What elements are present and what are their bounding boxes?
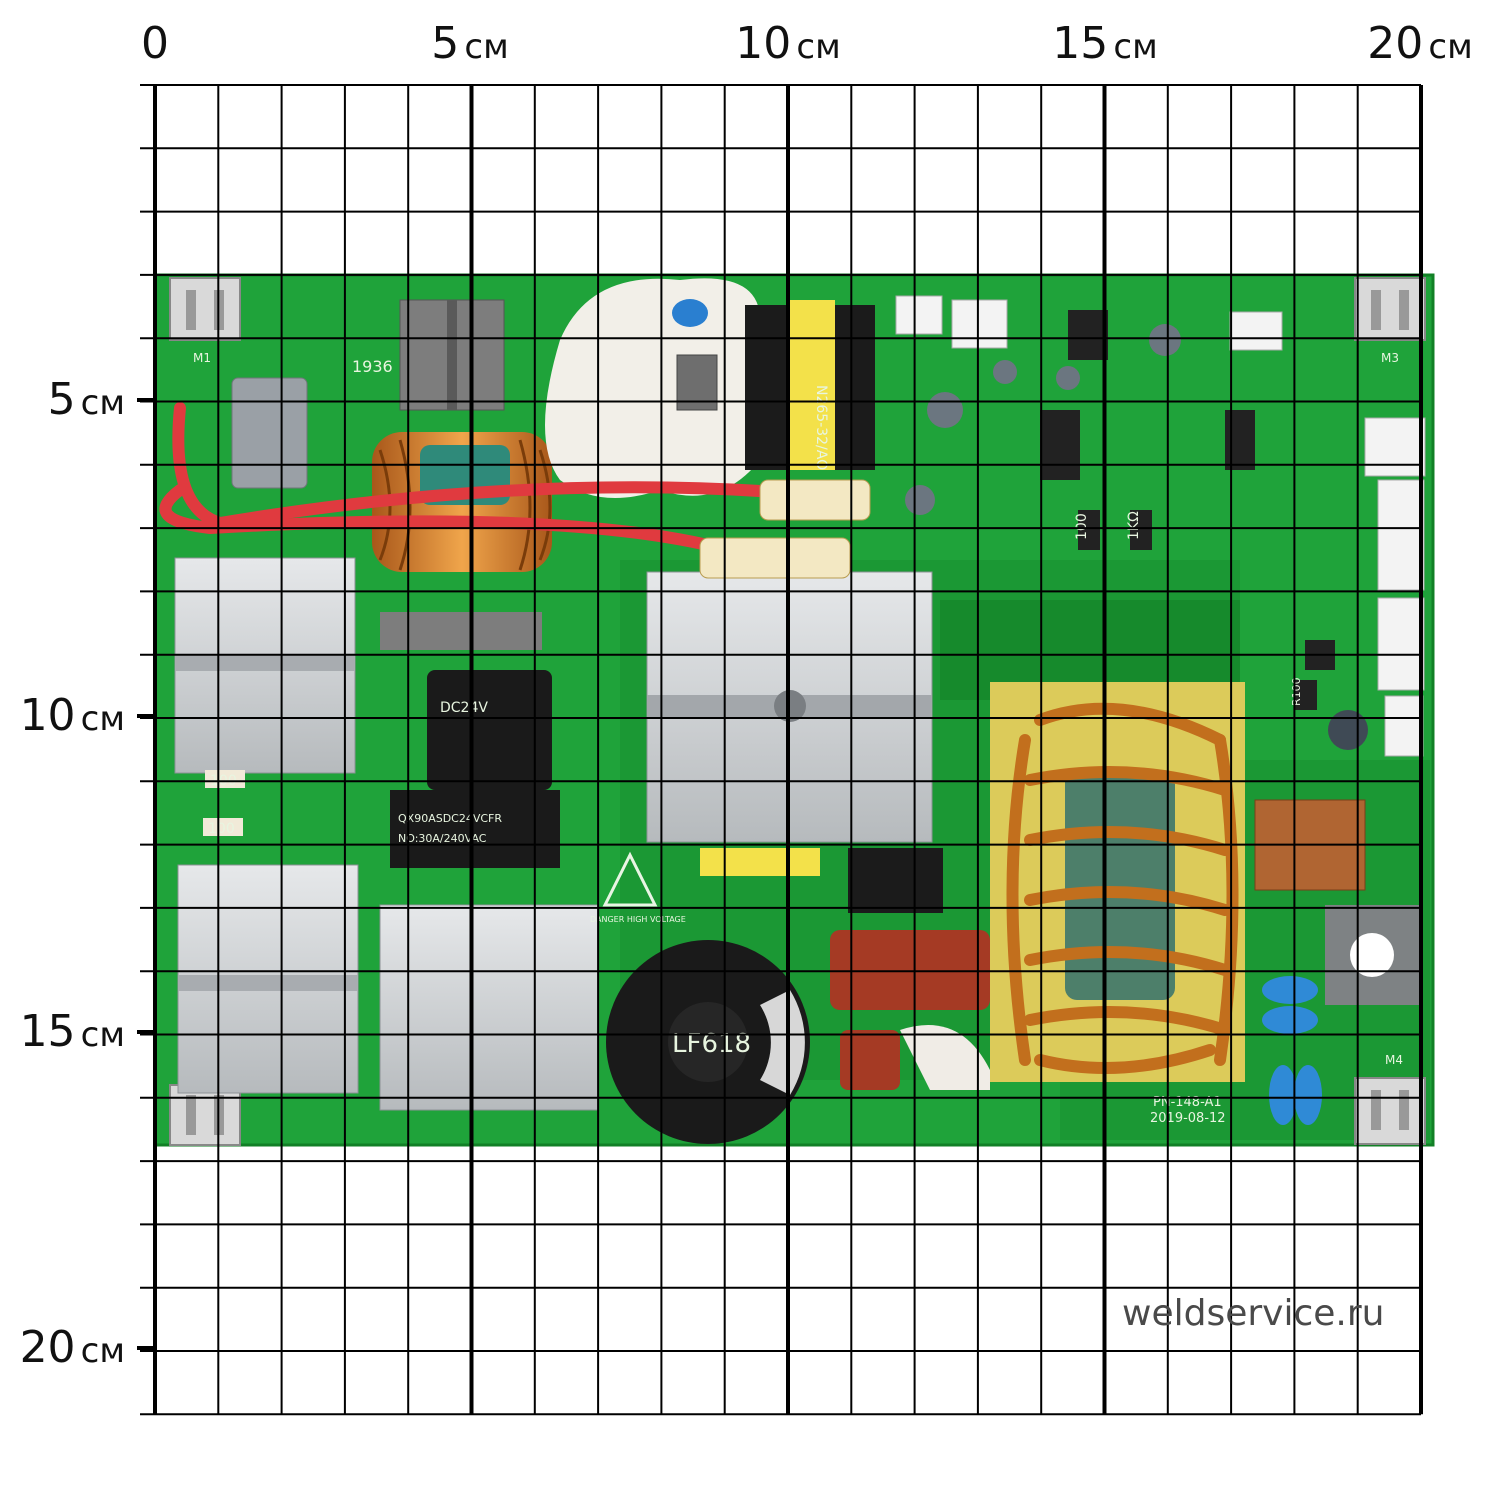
fan-connector (895, 295, 943, 335)
transformer-code: N265-32/AO (813, 385, 829, 470)
y-capacitor-4 (1294, 1065, 1322, 1125)
transformer-t2 (848, 848, 943, 913)
ruler-top-label-10: 10 см (735, 18, 841, 69)
con7-connector (951, 299, 1008, 349)
board-date: 2019-08-12 (1150, 1111, 1226, 1126)
high-voltage-warning-icon (602, 851, 658, 907)
resistor-label-r100: R100 (1290, 677, 1303, 706)
con4-connector (1229, 311, 1283, 351)
ruler-left-label-15: 15 см (19, 1006, 125, 1057)
transformer-t1: N265-32/AO (745, 300, 875, 470)
ruler-left-label-10: 10 см (19, 690, 125, 741)
ruler-top-label-15: 15 см (1052, 18, 1158, 69)
mounting-tab-m1 (169, 277, 241, 341)
bridge-rectifier (1325, 905, 1420, 1005)
ferrite-core-gap (447, 300, 457, 410)
relay-voltage: DC24V (440, 700, 488, 716)
ruler-top-label-5: 5 см (431, 18, 509, 69)
heatsink-bottom (379, 904, 599, 1111)
resistor-label-b: 100 (208, 821, 235, 837)
heatsink-left-lower (177, 864, 359, 1094)
resistor-label-smd-1k: 1KΩ (1126, 511, 1142, 540)
ruler-top-label-0: 0 (141, 18, 169, 69)
connector-right-3 (1377, 597, 1425, 691)
common-mode-choke (990, 682, 1245, 1082)
mounting-tab-m3 (1354, 277, 1426, 341)
relay-rating: NO:30A/240VAC (398, 832, 487, 845)
y-capacitor-3 (1269, 1065, 1297, 1125)
film-capacitor-c501 (231, 377, 308, 489)
date-stamp: 1936 (352, 357, 393, 376)
warning-text: DANGER HIGH VOLTAGE (590, 915, 686, 924)
resistor-label-smd-100: 100 (1074, 513, 1090, 540)
ruler-left-label-5: 5 см (47, 374, 125, 425)
ruler-top-label-20: 20 см (1367, 18, 1473, 69)
y-capacitor-2 (1262, 1006, 1318, 1034)
heatsink-left-upper (174, 557, 356, 774)
mounting-tab-m2 (169, 1084, 241, 1146)
resistor-100-b (203, 818, 243, 836)
connector-right-4 (1384, 695, 1424, 757)
x-capacitor (830, 930, 990, 1090)
watermark-text: weldservice.ru (1122, 1293, 1385, 1334)
ruler-left-label-20: 20 см (19, 1322, 125, 1373)
transformer-t2-bobbin (700, 848, 820, 876)
mounting-tab-m4 (1354, 1077, 1426, 1145)
connector-right-2 (1377, 479, 1425, 591)
relay-model: QX90ASDC24VCFR (398, 812, 502, 825)
connector-right-1 (1364, 417, 1426, 477)
y-capacitor-1 (1262, 976, 1318, 1004)
ferrite-core-mid (380, 612, 542, 650)
blue-disc-capacitor (672, 299, 708, 327)
mount-label-m4: M4 (1385, 1053, 1403, 1067)
electrolytic-capacitor: LF618 (606, 940, 810, 1144)
mount-label-m3: M3 (1381, 351, 1399, 365)
resistor-100-a (205, 770, 245, 788)
mount-label-m1: M1 (193, 351, 211, 365)
relay: DC24V QX90ASDC24VCFR NO:30A/240VAC (390, 670, 560, 868)
measurement-grid (137, 84, 1423, 1416)
